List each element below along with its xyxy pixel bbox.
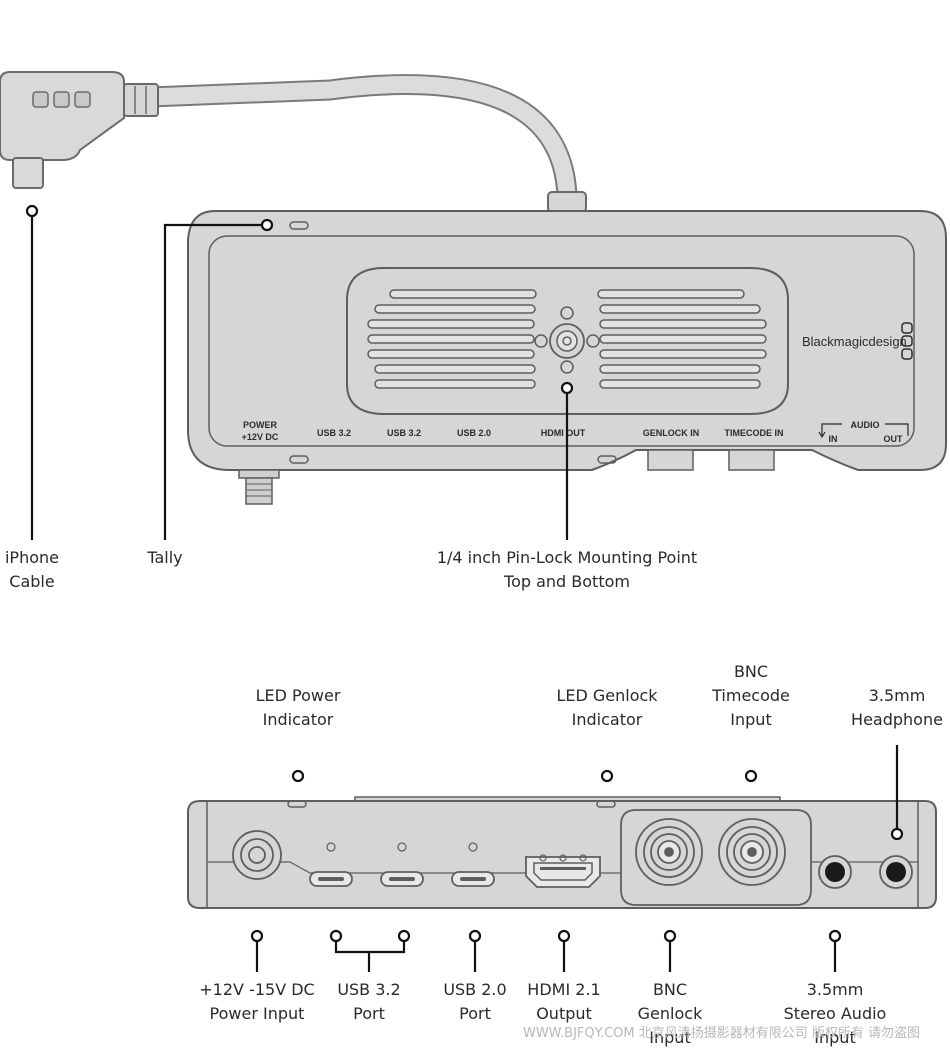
- device-front-view: [187, 796, 937, 909]
- silk-power-voltage: +12V DC: [242, 432, 279, 442]
- callout-lines-top: [25, 204, 574, 540]
- label-led-genlock: LED Genlock Indicator: [556, 686, 658, 729]
- silk-usb32-a: USB 3.2: [317, 428, 351, 438]
- label-power-input: +12V -15V DC Power Input: [199, 980, 315, 1023]
- silk-hdmi-out: HDMI OUT: [541, 428, 586, 438]
- silk-usb32-b: USB 3.2: [387, 428, 421, 438]
- device-top-view: Blackmagicdesign POWER +12V DC USB 3.2 U…: [187, 210, 947, 505]
- label-headphone: 3.5mm Headphone: [851, 686, 943, 729]
- label-bnc-timecode: BNC Timecode Input: [712, 662, 790, 729]
- audio-jack-icons: [818, 855, 913, 889]
- label-iphone-cable: iPhone Cable: [4, 548, 59, 591]
- silk-audio-out: OUT: [884, 434, 904, 444]
- label-usb20-port: USB 2.0 Port: [443, 980, 507, 1023]
- brand-logo-text: Blackmagicdesign: [802, 334, 907, 349]
- usb-c-port-icons: [309, 842, 495, 887]
- silk-timecode-in: TIMECODE IN: [724, 428, 783, 438]
- silk-power-label: POWER: [243, 420, 278, 430]
- label-hdmi-output: HDMI 2.1 Output: [527, 980, 601, 1023]
- silk-genlock-in: GENLOCK IN: [643, 428, 700, 438]
- label-stereo-audio-input: 3.5mm Stereo Audio Input: [783, 980, 887, 1047]
- label-mounting-point: 1/4 inch Pin-Lock Mounting Point Top and…: [436, 548, 698, 591]
- dc-power-jack-icon: [232, 830, 282, 880]
- hdmi-port-icon: [525, 854, 601, 888]
- watermark: WWW.BJFQY.COM 北京风清扬摄影器材有限公司 版权所有 请勿盗图: [522, 1026, 920, 1041]
- silk-usb20: USB 2.0: [457, 428, 491, 438]
- label-tally: Tally: [147, 548, 183, 567]
- label-bnc-genlock: BNC Genlock Input: [637, 980, 703, 1047]
- iphone-connector-icon: [0, 71, 125, 189]
- silk-audio: AUDIO: [851, 420, 880, 430]
- callout-lines-front: [250, 745, 904, 972]
- silk-audio-in: IN: [829, 434, 838, 444]
- label-led-power: LED Power Indicator: [255, 686, 341, 729]
- bnc-connector-icons: [635, 818, 786, 886]
- label-usb32-port: USB 3.2 Port: [337, 980, 401, 1023]
- brand-logo-icon: [901, 322, 913, 360]
- pin-lock-mount-icon: [534, 306, 600, 374]
